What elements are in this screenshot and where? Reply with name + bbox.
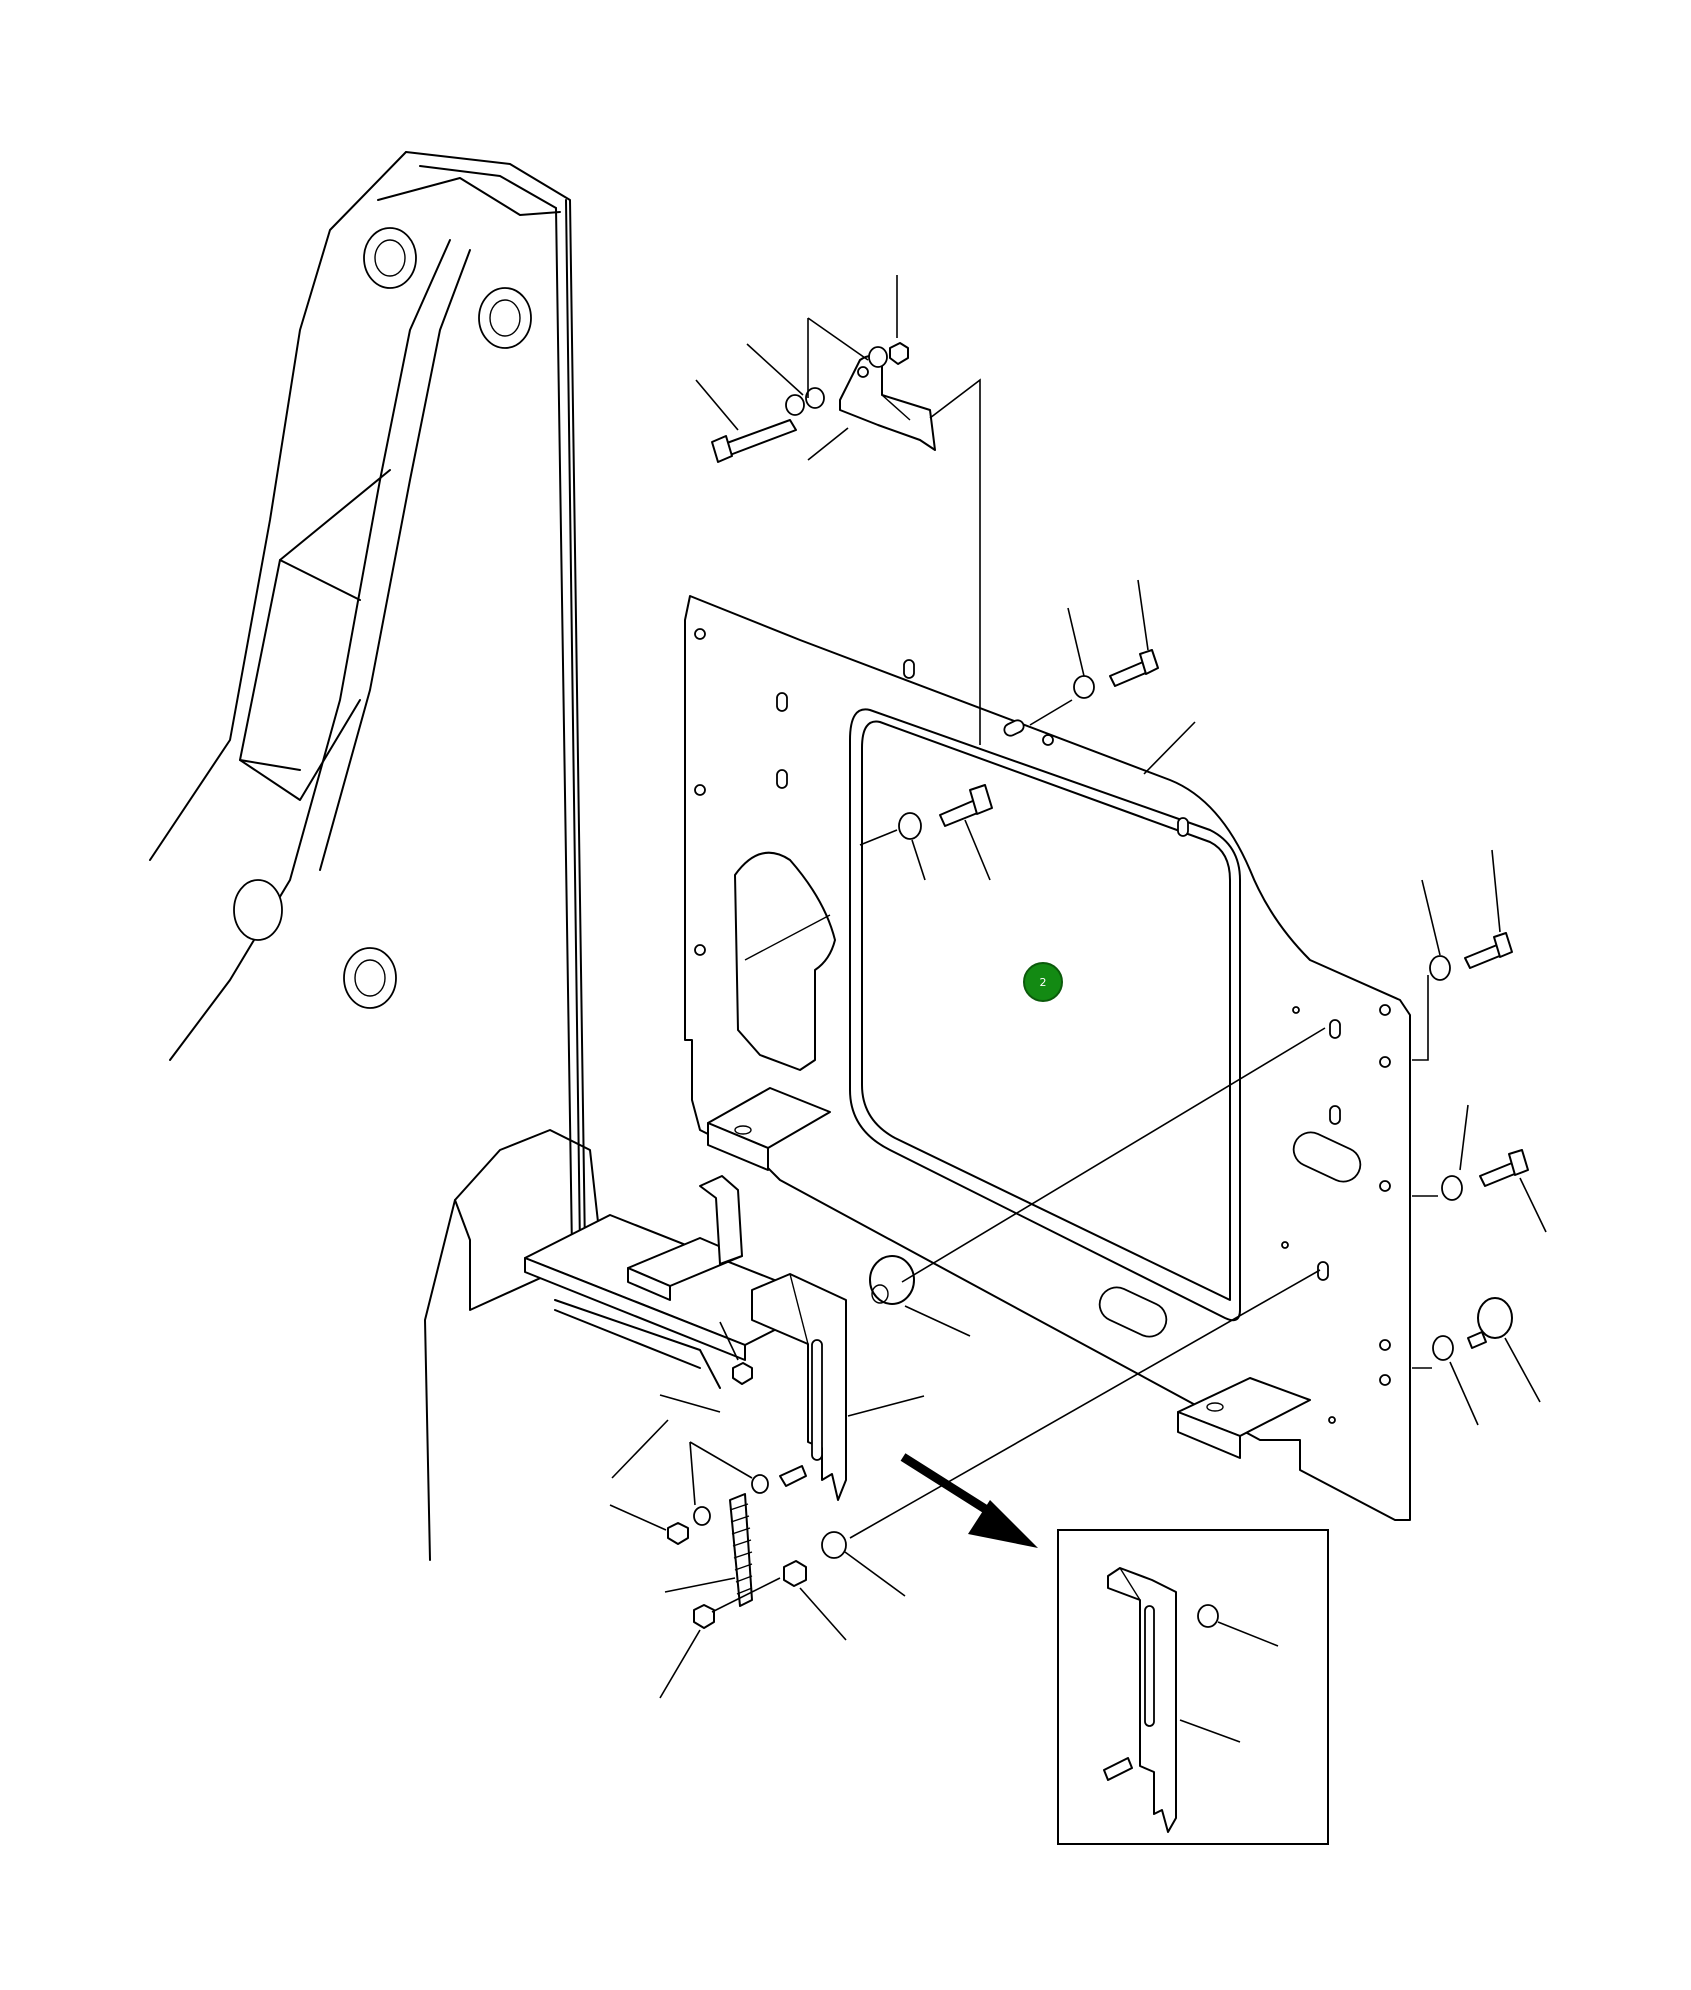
washer-icon — [785, 394, 805, 416]
pivot-hole-top-icon — [363, 227, 417, 289]
right-fasteners — [1412, 849, 1547, 1426]
washer-icon — [1429, 955, 1451, 981]
rubber-bumper-icon — [869, 1255, 915, 1305]
washer-icon — [868, 346, 888, 368]
slot-hole-icon — [776, 769, 788, 789]
washer-icon — [1197, 1604, 1219, 1628]
oval-slot-icon — [1292, 1131, 1362, 1183]
washer-icon — [693, 1506, 711, 1526]
washer-icon — [1432, 1335, 1454, 1361]
cover-plate — [684, 595, 1411, 1521]
slot-hole-icon — [1177, 817, 1189, 837]
slot-hole-icon — [903, 659, 915, 679]
detail-arrow-icon — [900, 1453, 1038, 1548]
pivot-hole-lower-icon — [343, 947, 397, 1009]
hex-bolt-icon — [1109, 661, 1149, 687]
inset-frame — [1057, 1529, 1329, 1845]
detail-inset — [1057, 1529, 1329, 1845]
top-right-fasteners — [1029, 579, 1196, 775]
knob-nut-icon — [1477, 1297, 1513, 1339]
hex-nut-icon — [783, 1560, 807, 1587]
washer-icon — [751, 1474, 769, 1494]
small-bolt-icon — [1103, 1757, 1133, 1781]
frame-arm — [149, 151, 601, 1561]
hex-nut-icon — [732, 1362, 753, 1385]
hex-bolt-icon — [1479, 1162, 1518, 1187]
slot-hole-icon — [1329, 1019, 1341, 1039]
washer-icon — [1073, 675, 1095, 699]
washer-icon — [898, 812, 922, 840]
oval-slot-icon — [1098, 1286, 1168, 1338]
hex-nut-icon — [889, 342, 909, 365]
washer-icon — [805, 387, 825, 409]
latch-slot-icon — [1144, 1605, 1155, 1727]
slot-hole-icon — [1329, 1105, 1341, 1125]
hex-nut-icon — [693, 1604, 715, 1629]
washer-icon — [821, 1531, 847, 1559]
pivot-pin-icon — [233, 879, 283, 941]
washer-icon — [1441, 1175, 1463, 1201]
lower-latch-assembly — [524, 1027, 1326, 1699]
small-bolt-icon — [779, 1465, 807, 1487]
center-fasteners — [859, 784, 993, 881]
latch-slot-icon — [811, 1339, 823, 1461]
hex-nut-icon — [667, 1522, 689, 1545]
upper-bracket-assembly — [695, 275, 981, 745]
pivot-hole-upper-icon — [478, 287, 532, 349]
callout-hotspot-2[interactable]: 2 — [1023, 962, 1063, 1002]
slot-hole-icon — [1003, 719, 1025, 737]
slot-hole-icon — [776, 692, 788, 712]
